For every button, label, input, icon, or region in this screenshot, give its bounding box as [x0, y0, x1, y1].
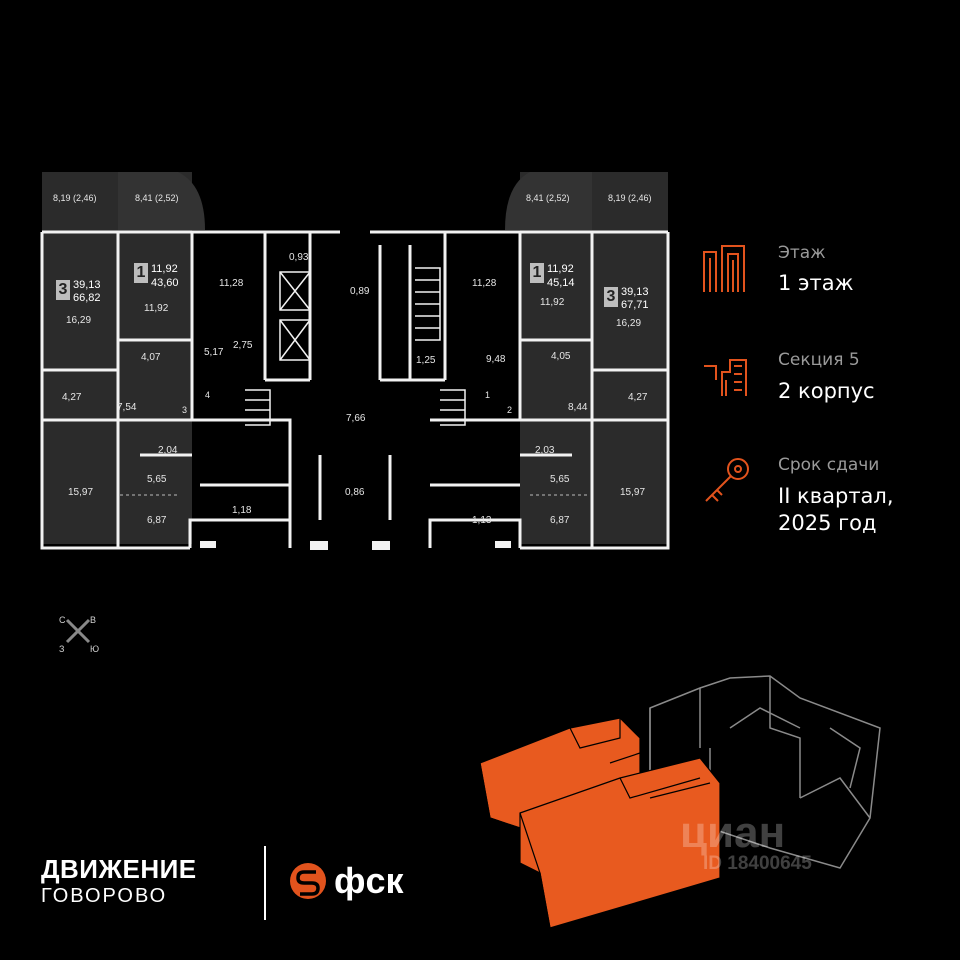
area-label: 16,29: [66, 315, 92, 326]
area-label: 11,92: [540, 297, 565, 308]
area-label: 4,27: [62, 392, 82, 403]
key-icon: [705, 458, 749, 502]
area-label: 0,93: [289, 252, 309, 263]
area-label: 7,66: [346, 413, 366, 424]
apartment-fill-right-3room: [592, 172, 668, 544]
section-label: Секция 5: [778, 350, 860, 370]
area-label: 9,48: [486, 354, 506, 365]
area-label: 4,27: [628, 392, 648, 403]
area-label: 7,54: [117, 402, 137, 413]
watermark-brand: циан: [680, 808, 786, 857]
deadline-value-line2: 2025 год: [778, 511, 877, 535]
apartment-fill-right-1room: [520, 172, 592, 544]
project-subtitle: ГОВОРОВО: [41, 885, 168, 907]
fsk-logo-icon: [290, 863, 326, 899]
rooms-count: 3: [56, 280, 70, 300]
area-label: 16,29: [616, 318, 642, 329]
area-label: 15,97: [68, 487, 94, 498]
rooms-count: 3: [604, 287, 618, 307]
area-label: 6,87: [550, 515, 570, 526]
project-name: ДВИЖЕНИЕ: [41, 854, 197, 884]
door-number: 3: [182, 405, 188, 415]
compass-cross-icon: [65, 618, 91, 644]
area-label: 11,28: [219, 278, 244, 289]
compass-south: Ю: [90, 644, 100, 654]
area-label: 1,18: [232, 505, 252, 516]
floor-icon: [703, 245, 745, 292]
area-label: 8,19 (2,46): [53, 193, 97, 203]
area-label: 0,89: [350, 286, 370, 297]
area-label: 4,05: [551, 351, 571, 362]
building-illustration: [479, 675, 881, 929]
area-label: 2,75: [233, 340, 253, 351]
rooms-count: 1: [134, 263, 148, 283]
door-number: 2: [507, 405, 513, 415]
apartment-fill-left-1room: [118, 172, 192, 544]
windows: [200, 541, 511, 550]
area-label: 6,87: [147, 515, 167, 526]
door-number: 1: [485, 390, 491, 400]
apartment-fill-left-3room: [42, 172, 118, 544]
area-label: 2,04: [158, 445, 178, 456]
area-label: 8,19 (2,46): [608, 193, 652, 203]
total-area: 43,60: [151, 277, 179, 289]
developer-name: фск: [334, 860, 404, 901]
brand-divider: [264, 846, 266, 920]
deadline-value-line1: II квартал,: [778, 484, 894, 508]
watermark-id: ID 18400645: [703, 853, 812, 874]
total-area: 45,14: [547, 277, 575, 289]
area-label: 15,97: [620, 487, 646, 498]
area-label: 5,65: [550, 474, 570, 485]
area-label: 0,86: [345, 487, 365, 498]
living-area: 39,13: [621, 286, 649, 298]
total-area: 66,82: [73, 292, 101, 304]
balcony-right: [505, 172, 592, 230]
living-area: 11,92: [547, 263, 574, 275]
compass-east: В: [90, 615, 97, 625]
door-number: 4: [205, 390, 211, 400]
plan-walls: [40, 230, 670, 550]
area-label: 1,13: [472, 515, 492, 526]
floor-value: 1 этаж: [778, 271, 854, 295]
area-label: 4,07: [141, 352, 161, 363]
area-label: 5,65: [147, 474, 167, 485]
total-area: 67,71: [621, 299, 649, 311]
area-label: 8,44: [568, 402, 588, 413]
area-label: 11,92: [144, 303, 169, 314]
compass-north: С: [59, 615, 66, 625]
balcony-left: [118, 172, 205, 230]
deadline-label: Срок сдачи: [778, 455, 880, 475]
rooms-count: 1: [530, 263, 544, 283]
compass-west: З: [59, 644, 65, 654]
living-area: 39,13: [73, 279, 101, 291]
area-label: 2,03: [535, 445, 555, 456]
area-label: 8,41 (2,52): [526, 193, 570, 203]
area-label: 5,17: [204, 347, 224, 358]
living-area: 11,92: [151, 263, 178, 275]
elevator-shafts: [245, 267, 466, 426]
section-value: 2 корпус: [778, 379, 875, 403]
floor-label: Этаж: [778, 243, 826, 263]
section-icon: [704, 359, 747, 396]
area-label: 8,41 (2,52): [135, 193, 179, 203]
area-label: 11,28: [472, 278, 497, 289]
area-label: 1,25: [416, 355, 436, 366]
